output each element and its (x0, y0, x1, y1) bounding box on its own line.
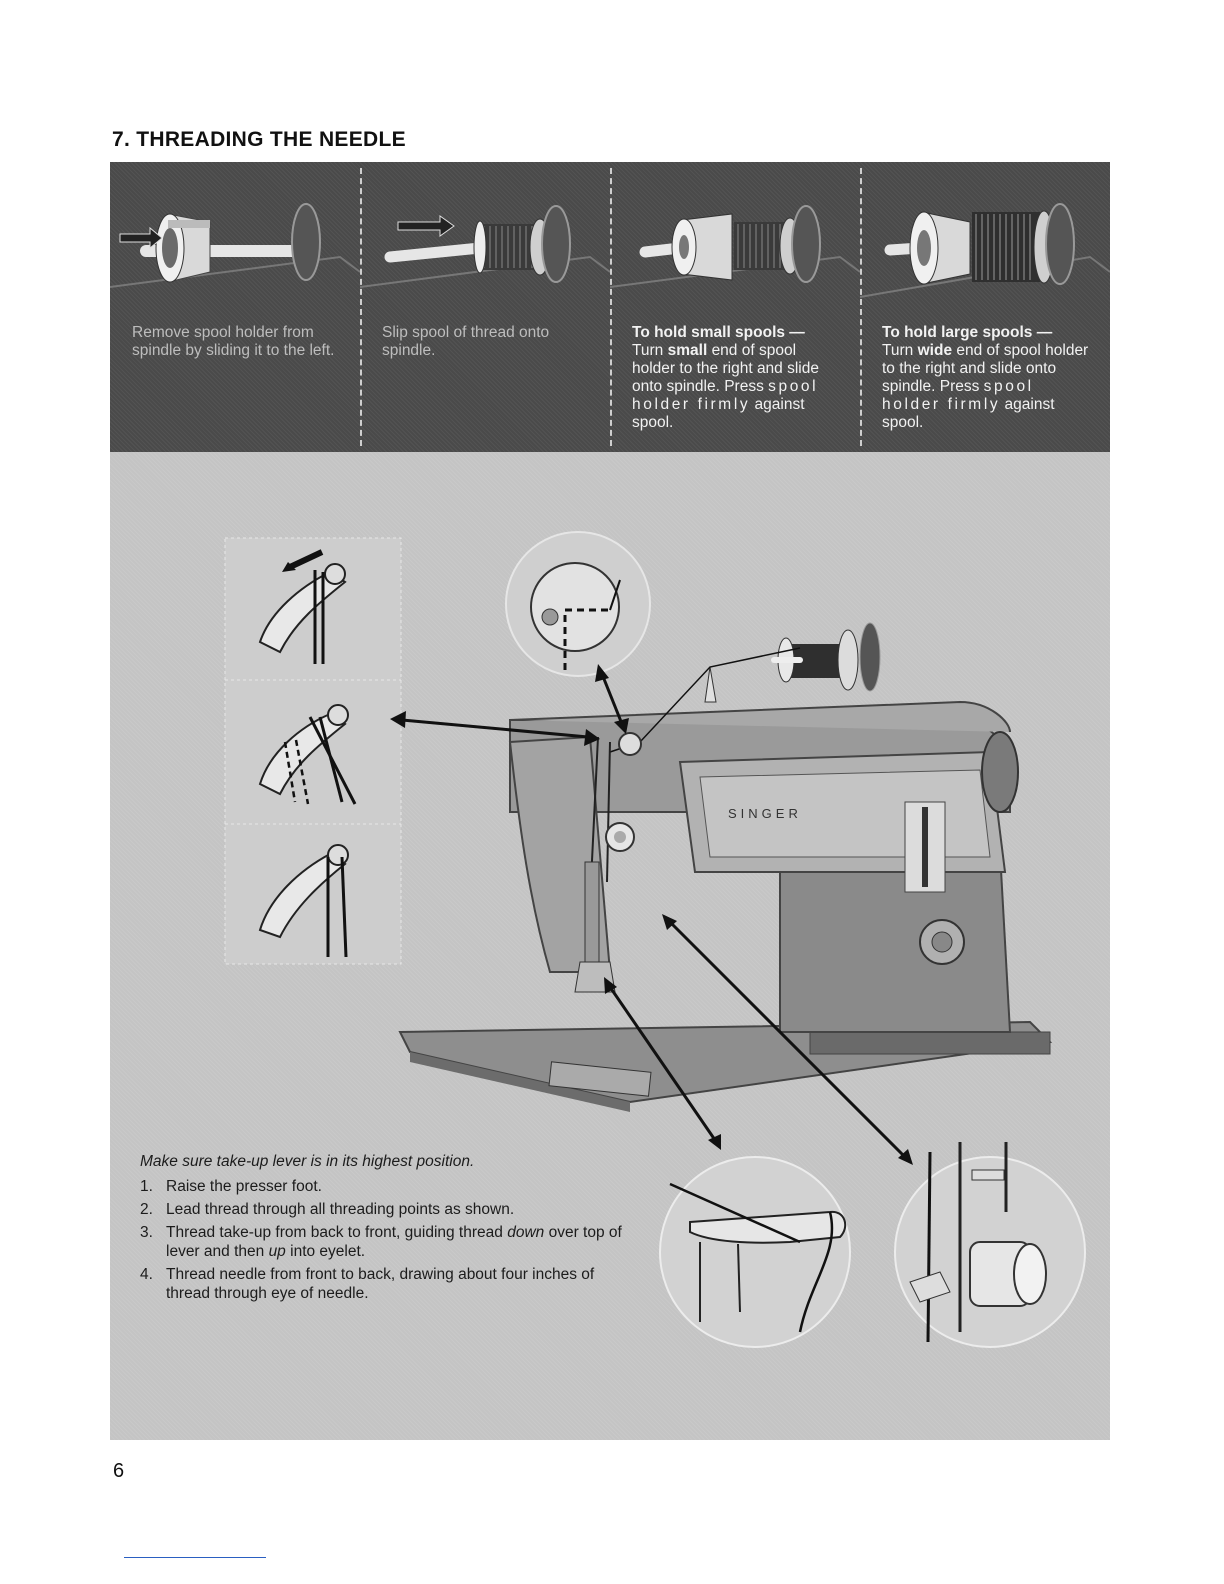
panel-lead: To hold large spools — (882, 324, 1053, 341)
page-number: 6 (113, 1460, 125, 1482)
spool-panel-small-spools: To hold small spools — Turn small end of… (610, 162, 860, 452)
instruction-steps: 1. Raise the presser foot. 2. Lead threa… (140, 1177, 640, 1303)
spool-panel-text: To hold large spools — Turn wide end of … (882, 324, 1089, 431)
spool-holder-removal-illustration (110, 203, 360, 288)
tension-disc-detail (505, 531, 651, 677)
spool-panel-text: Remove spool holder from spindle by slid… (132, 324, 335, 359)
panel-lead: To hold small spools — (632, 324, 805, 341)
take-up-lever-detail-panels (224, 537, 402, 965)
threading-diagram-area: SINGER (110, 452, 1110, 1440)
small-spool-holder-illustration (610, 205, 860, 288)
large-spool-holder-illustration (860, 203, 1110, 298)
spool-panel-remove: Remove spool holder from spindle by slid… (110, 162, 360, 452)
spool-panel-text: To hold small spools — Turn small end of… (632, 324, 819, 431)
spool-panel-text: Slip spool of thread onto spindle. (382, 324, 550, 359)
instruction-step: 4. Thread needle from front to back, dra… (140, 1266, 595, 1302)
footer-rule (124, 1557, 266, 1558)
spool-panel-large-spools: To hold large spools — Turn wide end of … (860, 162, 1110, 452)
needle-clamp-detail (894, 1142, 1086, 1348)
spool-onto-spindle-illustration (360, 205, 610, 288)
pointer-arrows (390, 664, 913, 1165)
instruction-step: 2. Lead thread through all threading poi… (140, 1201, 515, 1218)
sewing-machine-threading-illustration: SINGER (224, 531, 1086, 1348)
sewing-machine-body: SINGER (398, 622, 1053, 1112)
spool-instructions-strip: Remove spool holder from spindle by slid… (110, 162, 1110, 452)
page-title: 7. THREADING THE NEEDLE (112, 128, 406, 151)
machine-brand-label: SINGER (728, 806, 802, 821)
spool-panel-slip: Slip spool of thread onto spindle. (360, 162, 610, 452)
instruction-step: 3. Thread take-up from back to front, gu… (140, 1224, 622, 1260)
threading-instructions: Make sure take-up lever is in its highes… (140, 1152, 640, 1307)
instruction-step: 1. Raise the presser foot. (140, 1178, 322, 1195)
instructions-note: Make sure take-up lever is in its highes… (140, 1153, 475, 1170)
presser-foot-detail (659, 1156, 851, 1348)
